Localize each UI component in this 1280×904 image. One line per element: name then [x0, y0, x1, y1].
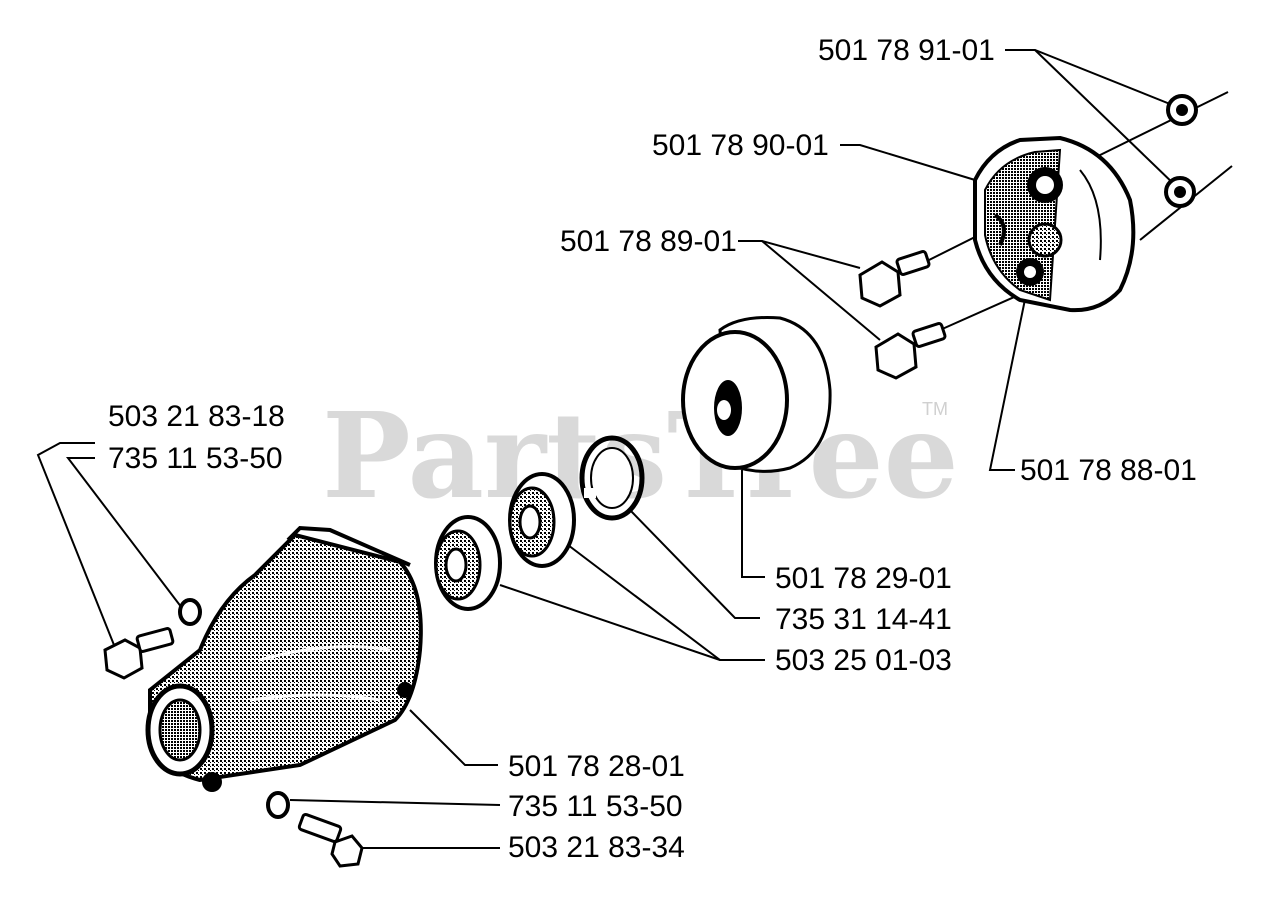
part-label-501-78-88-01: 501 78 88-01 — [1020, 454, 1197, 487]
retaining-ring-illustration — [579, 435, 645, 521]
bearing-illustration — [434, 472, 576, 611]
clutch-bolt-illustration — [858, 250, 947, 380]
washer-illustration — [178, 598, 290, 819]
part-label-503-21-83-34: 503 21 83-34 — [508, 831, 685, 864]
watermark-trademark: TM — [922, 399, 948, 419]
part-label-501-78-29-01: 501 78 29-01 — [775, 562, 952, 595]
part-label-501-78-90-01: 501 78 90-01 — [652, 129, 829, 162]
part-label-735-31-14-41: 735 31 14-41 — [775, 603, 952, 636]
part-label-735-11-53-50-lower: 735 11 53-50 — [508, 790, 683, 823]
watermark-text: PartsTree — [322, 386, 959, 525]
leader-lines — [36, 49, 1233, 849]
part-label-503-25-01-03: 503 25 01-03 — [775, 644, 952, 677]
clutch-assembly-illustration — [973, 135, 1136, 313]
part-labels: 501 78 91-01 501 78 90-01 501 78 89-01 5… — [108, 34, 1197, 864]
part-label-501-78-28-01: 501 78 28-01 — [508, 750, 685, 783]
part-label-501-78-89-01: 501 78 89-01 — [560, 225, 737, 258]
part-label-735-11-53-50-upper: 735 11 53-50 — [108, 442, 283, 475]
nut-illustration — [1164, 94, 1198, 208]
watermark: PartsTree TM — [322, 386, 959, 525]
part-label-501-78-91-01: 501 78 91-01 — [818, 34, 995, 67]
housing-bolt-illustration — [103, 627, 364, 868]
part-label-503-21-83-18: 503 21 83-18 — [108, 400, 285, 433]
clutch-drum-illustration — [681, 316, 832, 473]
gear-housing-illustration — [145, 525, 423, 792]
